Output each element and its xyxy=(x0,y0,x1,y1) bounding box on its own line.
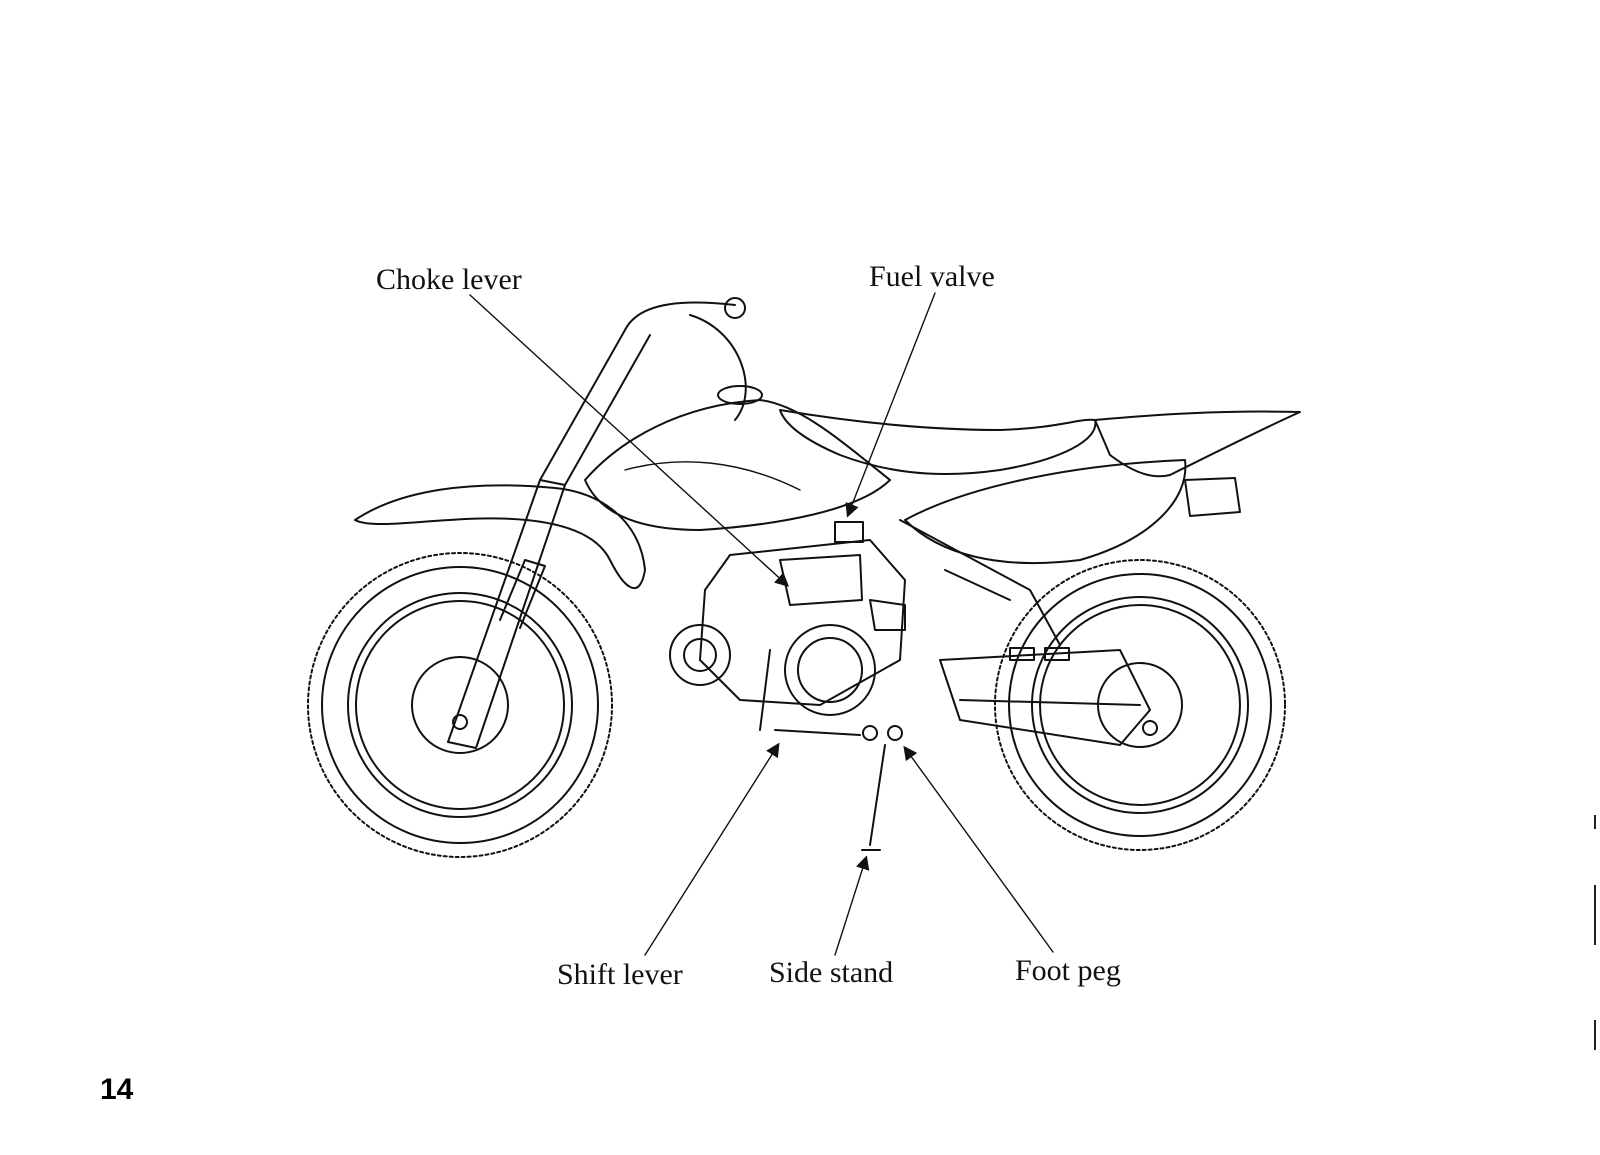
foot-peg-label: Foot peg xyxy=(1015,954,1121,987)
front-wheel xyxy=(307,552,613,858)
seat xyxy=(779,409,1097,475)
scan-edge-mark xyxy=(1594,885,1596,945)
front-fork xyxy=(447,297,747,749)
shift-lever-label: Shift lever xyxy=(557,958,683,991)
lower-controls xyxy=(759,649,903,851)
scan-edge-mark xyxy=(1594,1020,1596,1050)
engine xyxy=(669,521,906,716)
callout-leaders xyxy=(469,292,1054,956)
fuel-valve-label: Fuel valve xyxy=(869,260,995,293)
choke-lever-label: Choke lever xyxy=(376,263,522,296)
fuel-tank xyxy=(584,399,891,531)
rear-fender xyxy=(1094,410,1301,478)
scan-edge-mark xyxy=(1594,815,1596,829)
muffler xyxy=(1184,477,1241,517)
frame xyxy=(899,519,1151,746)
front-fender xyxy=(354,484,646,590)
rear-wheel xyxy=(994,559,1286,851)
side-stand-label: Side stand xyxy=(769,956,894,989)
page-number: 14 xyxy=(100,1073,134,1106)
